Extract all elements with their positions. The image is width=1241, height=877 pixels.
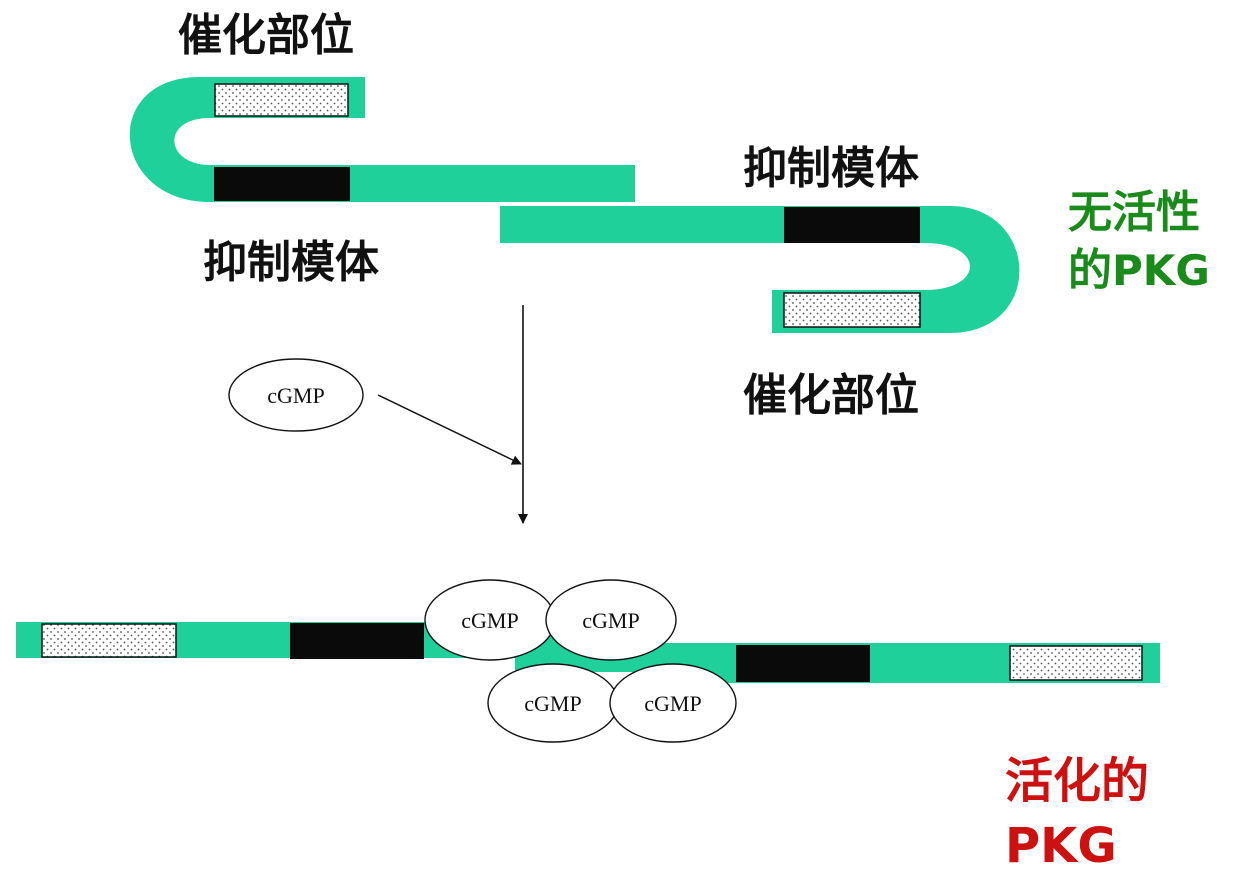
bound-cgmp-4 (609, 663, 737, 743)
bound-cgmp-3-label: cGMP (524, 691, 581, 716)
bound-cgmp-group: cGMP cGMP cGMP cGMP (424, 579, 737, 743)
active-pkg-line2: PKG (1005, 818, 1117, 874)
bound-cgmp-4-label: cGMP (644, 691, 701, 716)
inhibitory-motif-active-right (736, 645, 870, 682)
active-pkg-line1: 活化的 (1005, 753, 1149, 809)
inhibitory-motif-label-left: 抑制模体 (203, 237, 379, 288)
free-cgmp: cGMP (228, 358, 364, 432)
catalytic-domain-active-left (41, 623, 177, 658)
inactive-pkg-strand-lower (500, 206, 1020, 333)
inhibitory-motif-lower (784, 207, 920, 243)
bound-cgmp-2 (545, 579, 677, 661)
free-cgmp-label: cGMP (267, 383, 324, 408)
catalytic-site-label-top: 催化部位 (178, 10, 354, 61)
inactive-pkg-strand-upper (129, 77, 635, 202)
inhibitory-motif-active-left (290, 623, 424, 659)
cgmp-binding-arrow (377, 394, 522, 465)
inhibitory-motif-upper (214, 167, 350, 201)
bound-cgmp-1-label: cGMP (461, 608, 518, 633)
inactive-pkg-line2: 的PKG (1068, 245, 1210, 296)
catalytic-domain-lower (783, 292, 921, 328)
inactive-pkg-line1: 无活性 (1068, 187, 1200, 238)
inhibitory-motif-label-right: 抑制模体 (743, 143, 919, 194)
catalytic-domain-upper (214, 83, 349, 117)
catalytic-site-label-bottom: 催化部位 (743, 370, 919, 421)
active-pkg-label: 活化的 PKG (1005, 753, 1149, 874)
lower-strand-hook (500, 206, 1020, 333)
free-cgmp-ellipse (228, 358, 364, 432)
inactive-pkg-label: 无活性 的PKG (1068, 187, 1210, 296)
catalytic-domain-active-right (1009, 645, 1143, 681)
bound-cgmp-2-label: cGMP (582, 608, 639, 633)
upper-strand-hook (129, 77, 635, 202)
inactive-pkg-line2-cn: 的 (1068, 245, 1112, 296)
inactive-pkg-line2-latin: PKG (1112, 246, 1210, 295)
